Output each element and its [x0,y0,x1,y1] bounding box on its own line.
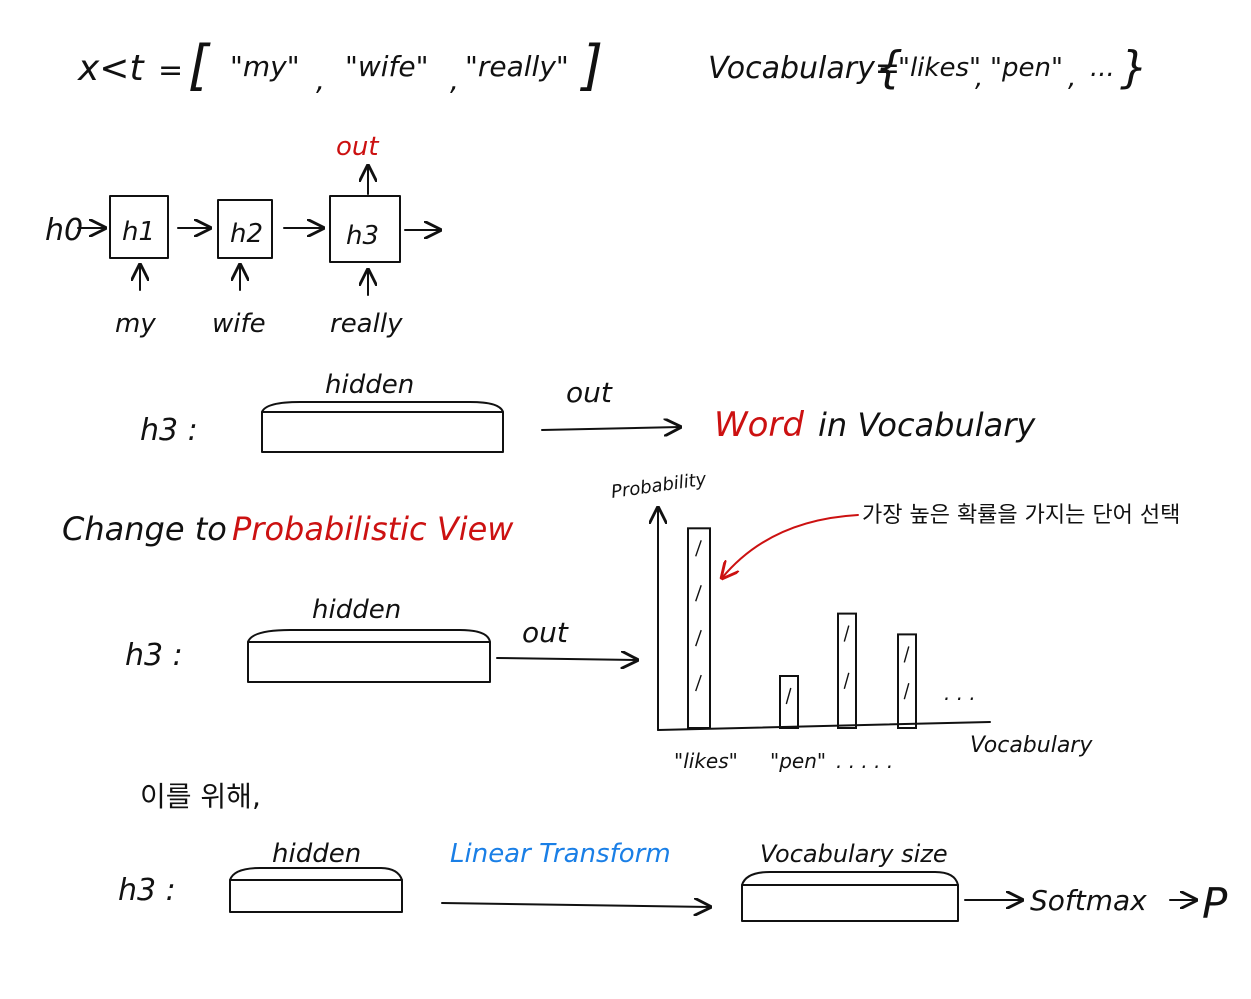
section2-title-highlight: Probabilistic View [232,510,514,548]
out-label-1: out [566,376,613,409]
hidden-brace-3 [229,867,403,881]
h3-label-1: h3 : [140,413,198,448]
seq-comma-2: , [450,64,459,97]
hidden-vector-1 [261,411,504,453]
seq-word-my: "my" [230,50,300,83]
bars-group [687,527,917,730]
cell-h3 [329,195,401,263]
bar-3-hatch [843,672,850,689]
in-vocabulary-label: in Vocabulary [818,406,1036,444]
seq-word-wife: "wife" [345,50,429,83]
x-axis-label: Vocabulary [970,733,1093,758]
h3-label-2: h3 : [125,638,183,673]
open-bracket: [ [188,34,211,97]
hidden-brace-2 [247,629,491,643]
probability-chart: Probability Vocabulary "likes" "pen" . .… [610,469,1094,773]
arrow-linear [441,903,710,907]
vocab-size-label: Vocabulary size [760,840,948,868]
vocab-item-ellipsis: ... [1090,53,1115,83]
h0-label: h0 [45,213,83,248]
tick-label-likes: "likes" [674,749,738,773]
probabilistic-view: Change to Probabilistic View h3 : hidden… [62,469,1180,773]
deterministic-view: h3 : hidden out Word in Vocabulary [140,370,1036,453]
linear-softmax-pipeline: 이를 위해, h3 : hidden Linear Transform Voca… [118,780,1228,928]
y-axis-label: Probability [610,469,708,503]
vocab-item-pen: "pen" [990,53,1063,83]
seq-word-really: "really" [465,50,569,83]
cell-h3-label: h3 [346,221,379,251]
arrow-out-2 [496,658,637,660]
vocab-comma-1: , [975,63,983,93]
vocab-item-likes: "likes" [898,53,981,83]
section3-note: 이를 위해, [140,780,261,813]
input-my: my [115,309,156,339]
equals-sign: = [158,53,183,88]
vocab-vector [741,884,959,922]
annotation-text: 가장 높은 확률을 가지는 단어 선택 [862,503,1180,528]
cell-h1 [109,195,169,259]
out-label-2: out [522,616,569,649]
hidden-label-1: hidden [325,370,414,400]
bar-1-hatch [695,585,702,602]
bar-4-hatch [903,646,910,663]
rnn-diagram: h0 h1 h2 h3 out my wife really [45,132,440,339]
bar-3-hatch [843,625,850,642]
linear-transform-label: Linear Transform [450,839,671,869]
tick-label-pen: "pen" [770,749,826,773]
h3-label-3: h3 : [118,873,176,908]
bar-1-hatch [695,629,702,647]
hidden-vector-3 [229,879,403,913]
input-really: really [330,309,403,339]
trailing-ellipsis: . . . [944,681,976,705]
section2-title-prefix: Change to [62,510,227,548]
softmax-label: Softmax [1030,884,1147,917]
word-label: Word [714,405,804,445]
bar-4-hatch [903,683,910,700]
x-axis [657,721,991,731]
vocab-brace [741,871,959,886]
tick-ellipsis: . . . . . [836,749,893,773]
cell-h1-label: h1 [122,217,155,247]
x-lt-label: x<t [77,48,145,89]
bar-1-hatch [695,674,702,692]
vocab-open-brace: { [875,42,903,93]
rnn-out-label: out [336,132,379,162]
arrow-out-1 [541,427,680,430]
p-label: P [1202,879,1228,928]
sequence-definition: x<t = [ "my" , "wife" , "really" ] [77,34,603,97]
cell-h2 [217,199,273,259]
hidden-label-2: hidden [312,595,401,625]
close-bracket: ] [579,34,603,97]
seq-comma-1: , [316,64,325,97]
hidden-vector-2 [247,641,491,683]
vocab-close-brace: } [1120,42,1148,93]
vocab-comma-2: , [1068,63,1076,93]
hidden-label-3: hidden [272,839,361,869]
vocabulary-definition: Vocabulary= { "likes" , "pen" , ... } [708,42,1148,93]
input-wife: wife [212,309,266,339]
bar-2 [779,675,799,729]
bar-2-hatch [785,687,792,705]
bar-1 [687,527,711,729]
bar-3 [837,612,857,729]
annotation-arrow [722,514,859,578]
bar-4 [897,633,917,730]
hidden-brace-1 [261,401,504,413]
bar-1-hatch [695,540,702,557]
cell-h2-label: h2 [230,219,263,249]
vocab-label: Vocabulary= [708,51,900,86]
